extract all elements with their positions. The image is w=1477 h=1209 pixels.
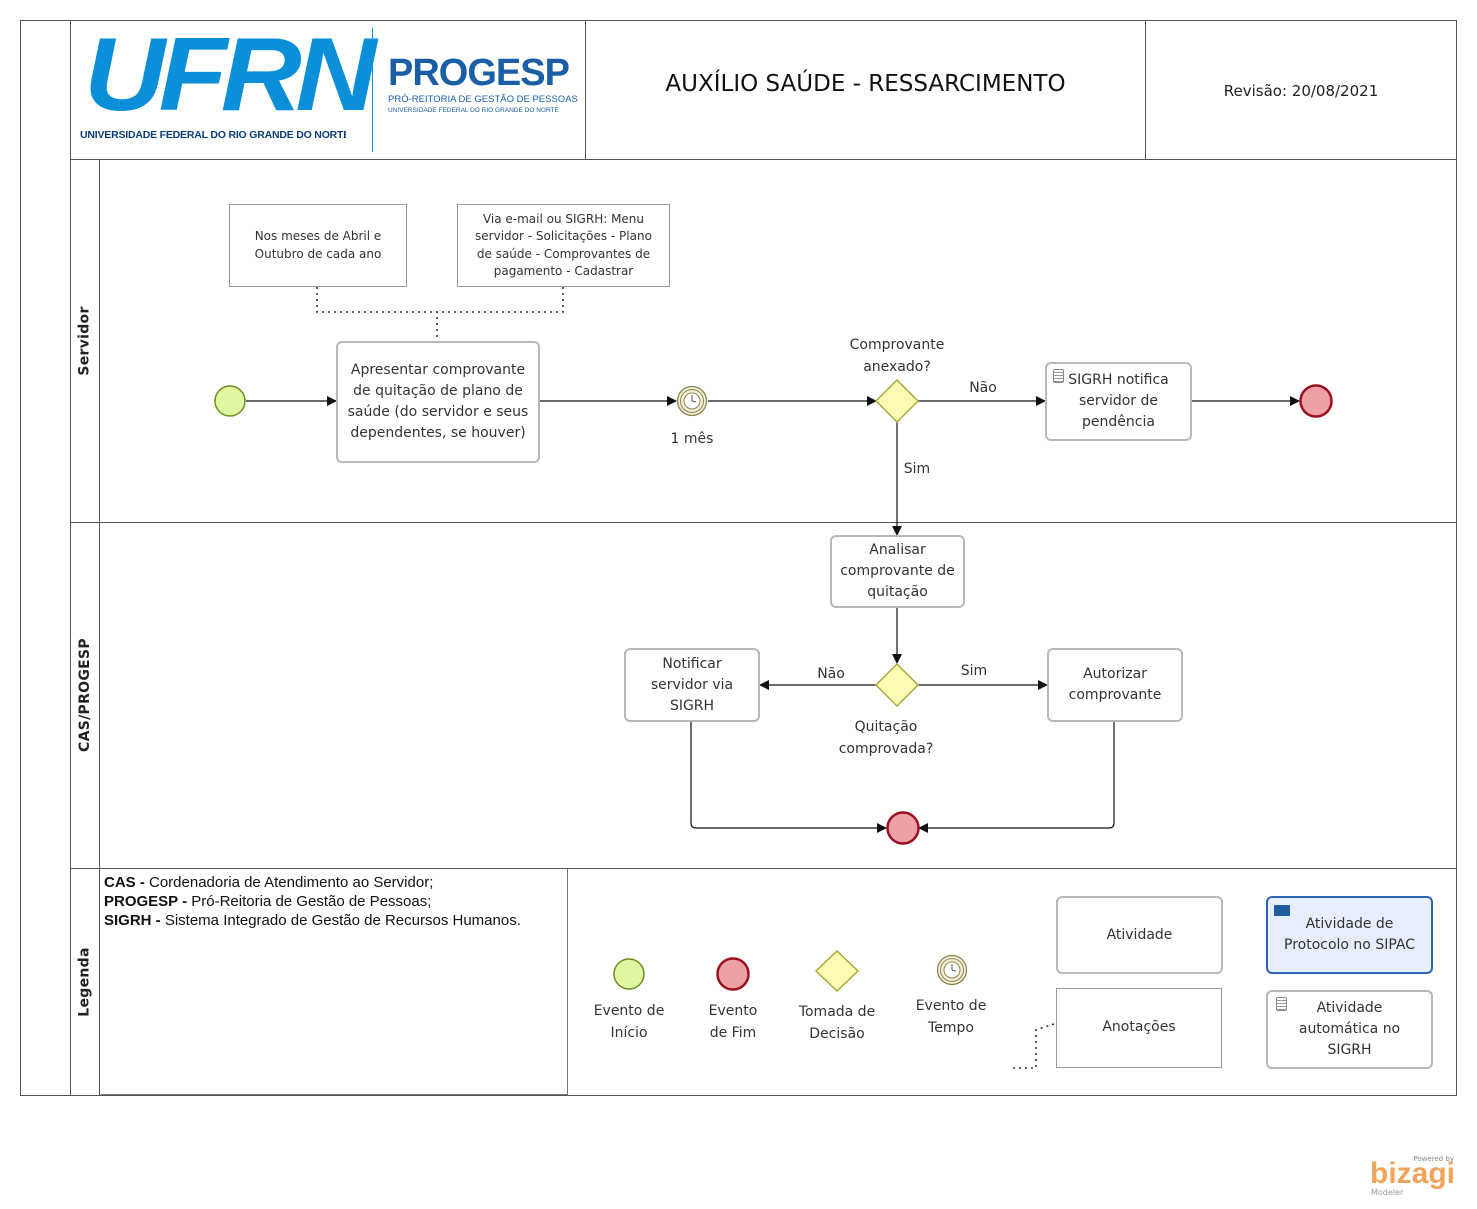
gateway-quitacao — [874, 662, 920, 708]
legend-timer-event — [936, 954, 968, 986]
legend-annotation: Anotações — [1056, 988, 1222, 1068]
ufrn-logo-wordmark: UFRN — [84, 17, 377, 133]
lane-divider-1 — [70, 522, 1457, 523]
legend-activity: Atividade — [1056, 896, 1223, 974]
page-title: AUXÍLIO SAÚDE - RESSARCIMENTO — [665, 71, 1066, 97]
timer-event — [676, 385, 708, 417]
bizagi-branding: Powered by bizagi Modeler — [1366, 1155, 1458, 1200]
legend-abbreviations: CAS - Cordenadoria de Atendimento ao Ser… — [104, 873, 521, 930]
progesp-logo-line1: PRÓ-REITORIA DE GESTÃO DE PESSOAS — [388, 94, 578, 105]
gateway-quitacao-label: Quitação comprovada? — [838, 719, 934, 757]
bizagi-logo: bizagi — [1370, 1157, 1456, 1190]
legend-timer-label: Evento de Tempo — [915, 998, 987, 1036]
powered-by-text: Powered by — [1413, 1155, 1454, 1163]
legend-start-label: Evento de Início — [593, 1003, 665, 1041]
script-task-icon — [1276, 997, 1287, 1011]
flow-notify-to-end-cas — [690, 722, 887, 833]
header-divider — [70, 159, 1457, 160]
legend-end-event — [716, 957, 750, 991]
flow-yes-label: Sim — [903, 461, 931, 477]
logo-separator — [372, 28, 373, 152]
legend-protocol-activity: Atividade de Protocolo no SIPAC — [1266, 896, 1433, 974]
legend-auto-activity: Atividade automática no SIGRH — [1266, 990, 1433, 1069]
legend-protocol-label: Atividade de Protocolo no SIPAC — [1284, 916, 1415, 953]
legend-cas: CAS - Cordenadoria de Atendimento ao Ser… — [104, 874, 434, 891]
revision-date: Revisão: 20/08/2021 — [1223, 82, 1379, 100]
flow-authorize-to-end-cas — [918, 722, 1115, 833]
legend-decision-label: Tomada de Decisão — [798, 1004, 876, 1042]
gateway-comprovante-label: Comprovante anexado? — [849, 337, 945, 375]
legend-sigrh: SIGRH - Sistema Integrado de Gestão de R… — [104, 912, 521, 929]
lane-cas: CAS/PROGESP — [70, 522, 100, 868]
association-months — [316, 287, 437, 313]
annotation-sigrh-path: Via e-mail ou SIGRH: Menu servidor - Sol… — [457, 204, 670, 287]
ufrn-logo-subtitle: UNIVERSIDADE FEDERAL DO RIO GRANDE DO NO… — [80, 129, 346, 141]
task-authorize-receipt[interactable]: Autorizar comprovante — [1047, 648, 1183, 722]
task-sigrh-notify[interactable]: SIGRH notifica servidor de pendência — [1045, 362, 1192, 441]
cas-flow-yes-label: Sim — [960, 663, 988, 679]
progesp-logo-wordmark: PROGESP — [388, 52, 570, 94]
diagram-pool — [20, 20, 1457, 1096]
header-divider-logo — [585, 20, 586, 159]
flow-no-label: Não — [969, 380, 997, 396]
modeler-text: Modeler — [1371, 1188, 1404, 1197]
script-task-icon — [1053, 369, 1064, 383]
lane-divider-2 — [70, 868, 1457, 869]
association-sigrh — [436, 287, 564, 340]
ufrn-logo: UFRN UNIVERSIDADE FEDERAL DO RIO GRANDE … — [80, 20, 377, 152]
progesp-logo-line2: UNIVERSIDADE FEDERAL DO RIO GRANDE DO NO… — [388, 107, 559, 114]
task-present-receipt[interactable]: Apresentar comprovante de quitação de pl… — [336, 341, 540, 463]
legend-auto-label: Atividade automática no SIGRH — [1298, 1000, 1401, 1058]
cas-flow-no-label: Não — [817, 666, 845, 682]
gateway-comprovante — [874, 378, 920, 424]
task-notify-via-sigrh[interactable]: Notificar servidor via SIGRH — [624, 648, 760, 722]
progesp-logo: PROGESP PRÓ-REITORIA DE GESTÃO DE PESSOA… — [388, 52, 578, 132]
legend-end-label: Evento de Fim — [708, 1003, 758, 1041]
task-sigrh-notify-label: SIGRH notifica servidor de pendência — [1068, 372, 1169, 430]
envelope-icon — [1274, 905, 1290, 916]
annotation-months: Nos meses de Abril e Outubro de cada ano — [229, 204, 407, 287]
legend-start-event — [613, 958, 645, 990]
legend-association — [1012, 1023, 1055, 1069]
legend-text-box — [101, 869, 568, 1095]
legend-progesp: PROGESP - Pró-Reitoria de Gestão de Pess… — [104, 893, 432, 910]
end-event-cas — [886, 811, 920, 845]
end-event-servidor — [1299, 384, 1333, 418]
header-divider-revision — [1145, 20, 1146, 159]
timer-label: 1 mês — [670, 431, 714, 447]
lane-servidor: Servidor — [70, 159, 100, 522]
start-event — [214, 385, 246, 417]
lane-legenda: Legenda — [70, 868, 100, 1096]
task-analyze-receipt[interactable]: Analisar comprovante de quitação — [830, 535, 965, 608]
legend-decision — [814, 949, 860, 993]
